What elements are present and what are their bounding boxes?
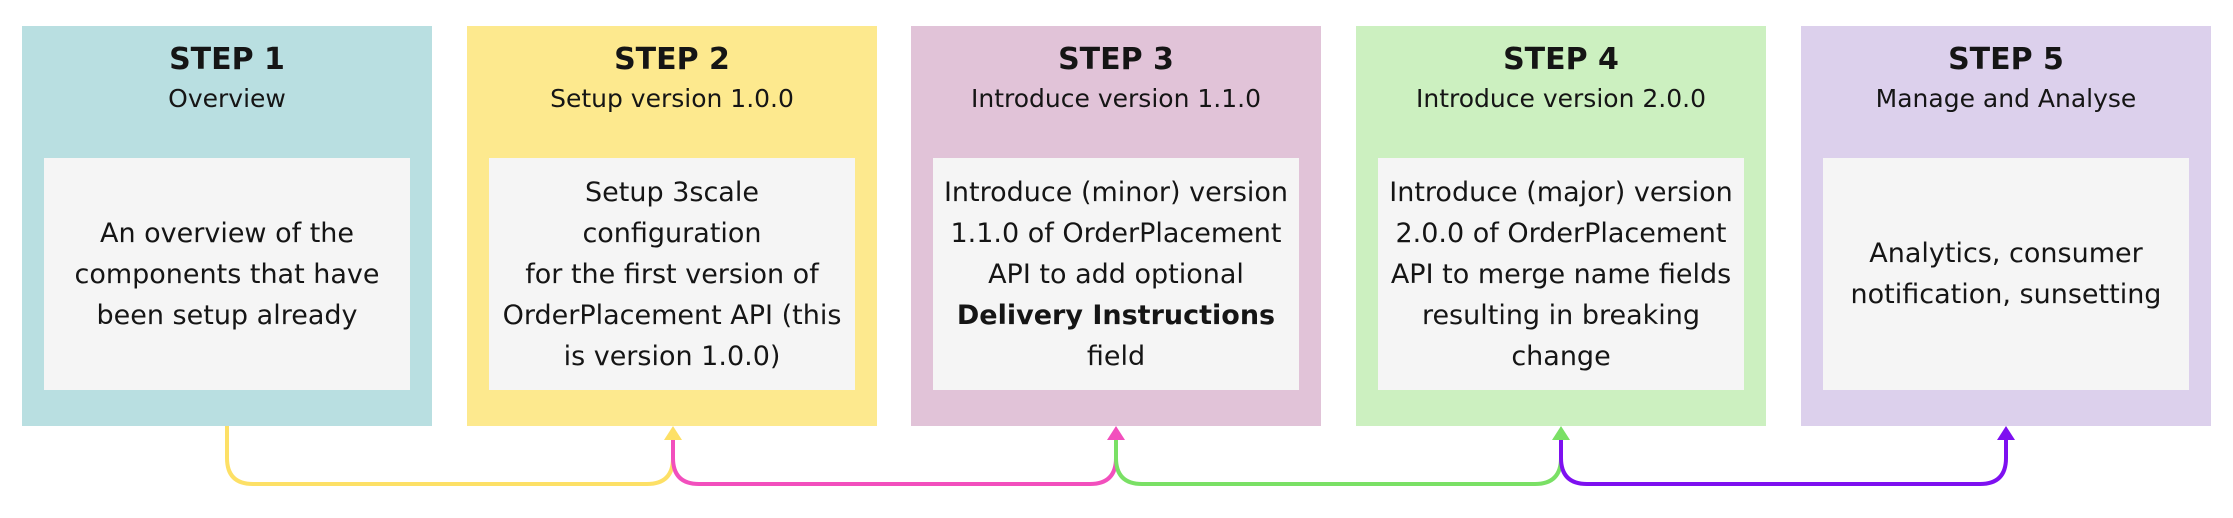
step-4-line: API to merge name fields <box>1390 258 1732 290</box>
step-3-line: Introduce (minor) version <box>943 176 1289 208</box>
step-4-panel: STEP 4 Introduce version 2.0.0 Introduce… <box>1356 26 1766 426</box>
step-3-panel: STEP 3 Introduce version 1.1.0 Introduce… <box>911 26 1321 426</box>
step-3-description: Introduce (minor) version 1.1.0 of Order… <box>933 158 1299 390</box>
step-4-description: Introduce (major) version 2.0.0 of Order… <box>1378 158 1744 390</box>
step-5-subtitle: Manage and Analyse <box>1875 84 2137 113</box>
connector-2-3 <box>671 436 1118 486</box>
step-2-line: is version 1.0.0) <box>563 340 781 372</box>
step-2-subtitle: Setup version 1.0.0 <box>550 84 794 113</box>
step-4-line: 2.0.0 of OrderPlacement <box>1395 217 1727 249</box>
step-4-title: STEP 4 <box>1503 42 1619 77</box>
step-5-panel: STEP 5 Manage and Analyse Analytics, con… <box>1801 26 2211 426</box>
arrowhead-step-2 <box>664 426 682 440</box>
step-3-subtitle: Introduce version 1.1.0 <box>971 84 1261 113</box>
step-4-line: resulting in breaking <box>1421 299 1701 331</box>
step-1-subtitle: Overview <box>168 84 286 113</box>
step-2-title: STEP 2 <box>614 42 730 77</box>
step-4-line: change <box>1511 340 1611 372</box>
step-5-description: Analytics, consumer notification, sunset… <box>1823 158 2189 390</box>
step-4-subtitle: Introduce version 2.0.0 <box>1416 84 1706 113</box>
connector-1-2 <box>225 426 675 486</box>
arrowhead-step-3 <box>1107 426 1125 440</box>
step-3-title: STEP 3 <box>1058 42 1174 77</box>
step-2-panel: STEP 2 Setup version 1.0.0 Setup 3scale … <box>467 26 877 426</box>
step-1-panel: STEP 1 Overview An overview of the compo… <box>22 26 432 426</box>
step-3-line: field <box>1086 340 1146 372</box>
step-4-line: Introduce (major) version <box>1389 176 1733 208</box>
step-1-line: components that have <box>74 258 380 290</box>
connector-3-4 <box>1114 436 1563 486</box>
step-1-line: been setup already <box>96 299 358 331</box>
step-2-line: OrderPlacement API (this <box>502 299 842 331</box>
step-3-line: API to add optional <box>988 258 1244 290</box>
step-3-line: 1.1.0 of OrderPlacement <box>950 217 1282 249</box>
step-3-line-bold: Delivery Instructions <box>956 299 1276 331</box>
step-1-title: STEP 1 <box>169 42 285 77</box>
step-5-title: STEP 5 <box>1948 42 2064 77</box>
connector-4-5 <box>1559 436 2008 486</box>
arrowhead-step-5 <box>1997 426 2015 440</box>
step-5-line: Analytics, consumer <box>1869 238 2143 269</box>
step-1-description: An overview of the components that have … <box>44 158 410 390</box>
step-2-description: Setup 3scale configuration for the first… <box>489 158 855 390</box>
step-2-line: Setup 3scale configuration <box>582 176 762 249</box>
arrowhead-step-4 <box>1552 426 1570 440</box>
step-5-line: notification, sunsetting <box>1850 279 2162 310</box>
step-2-line: for the first version of <box>525 258 819 290</box>
step-1-line: An overview of the <box>99 217 355 249</box>
